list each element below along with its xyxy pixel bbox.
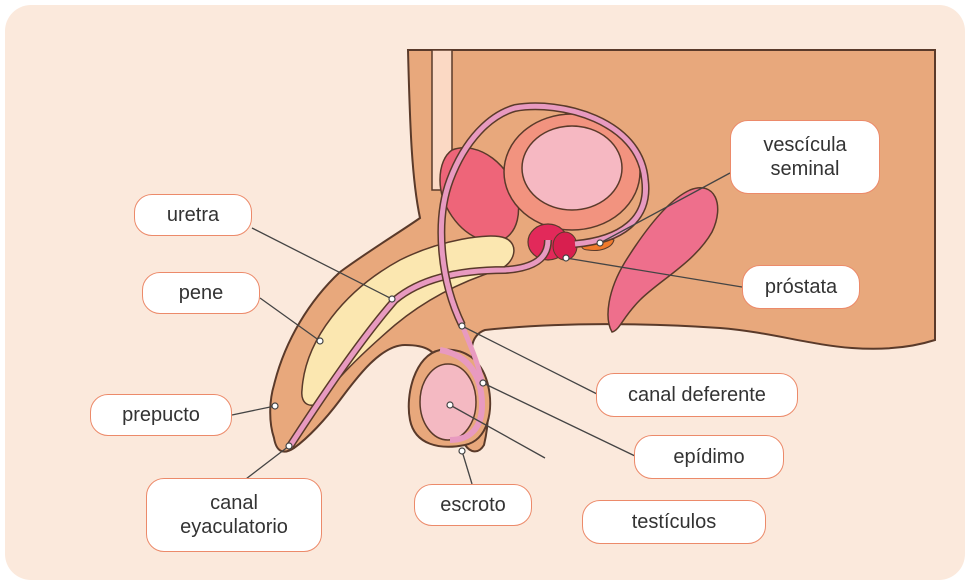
anchor-dot-prostata: [563, 255, 569, 261]
label-pene: pene: [142, 272, 260, 314]
label-epidimo: epídimo: [634, 435, 784, 479]
anchor-dot-canal-eyaculatorio: [286, 443, 292, 449]
anchor-dot-escroto: [459, 448, 465, 454]
label-canal-eyaculatorio: canal eyaculatorio: [146, 478, 322, 552]
anchor-dot-prepucto: [272, 403, 278, 409]
label-uretra: uretra: [134, 194, 252, 236]
label-vescicula-seminal: vescícula seminal: [730, 120, 880, 194]
label-escroto: escroto: [414, 484, 532, 526]
anchor-dot-pene: [317, 338, 323, 344]
label-prostata: próstata: [742, 265, 860, 309]
leader-prepucto: [232, 406, 275, 415]
leader-canal-eyaculatorio: [242, 446, 289, 482]
anchor-dot-vescicula-seminal: [597, 240, 603, 246]
testicle: [420, 364, 476, 440]
anchor-dot-testiculos: [447, 402, 453, 408]
anchor-dot-canal-deferente: [459, 323, 465, 329]
label-canal-deferente: canal deferente: [596, 373, 798, 417]
label-prepucto: prepucto: [90, 394, 232, 436]
anchor-dot-uretra: [389, 296, 395, 302]
label-testiculos: testículos: [582, 500, 766, 544]
leader-escroto: [462, 451, 472, 484]
anchor-dot-epidimo: [480, 380, 486, 386]
bladder-inner: [522, 126, 622, 210]
